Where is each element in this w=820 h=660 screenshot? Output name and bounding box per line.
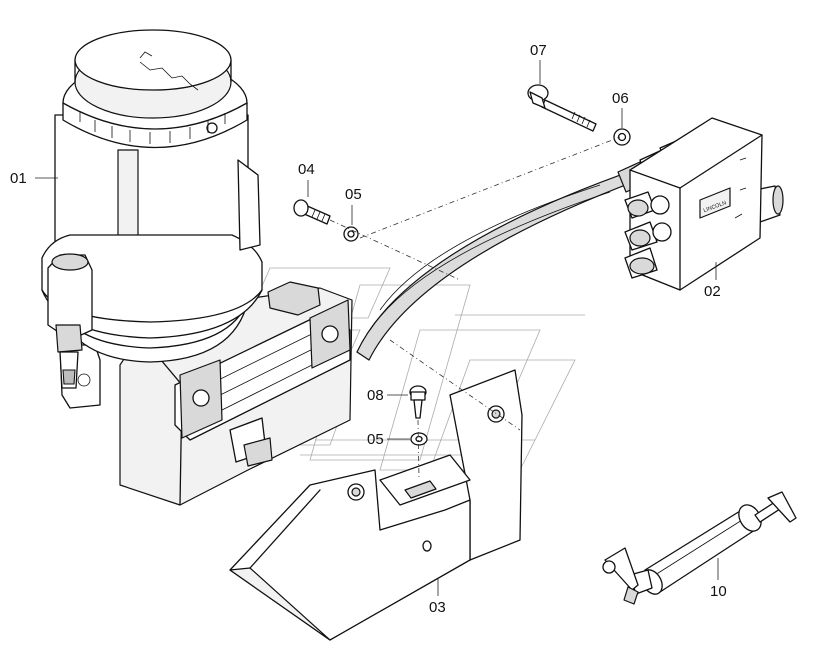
callout-03: 03	[429, 578, 446, 616]
washer-05-upper	[343, 226, 359, 242]
callout-05-upper: 05	[345, 186, 362, 225]
callout-05-lower: 05	[367, 431, 410, 448]
svg-text:07: 07	[530, 42, 547, 59]
svg-text:03: 03	[429, 599, 446, 616]
svg-text:04: 04	[298, 161, 315, 178]
callout-04: 04	[298, 161, 315, 197]
progressive-valve: LINCOLN	[624, 117, 784, 291]
callout-10: 10	[710, 558, 727, 600]
callout-02: 02	[704, 262, 721, 300]
svg-text:10: 10	[710, 583, 727, 600]
washer-05-lower	[410, 432, 428, 446]
svg-text:02: 02	[704, 283, 721, 300]
svg-text:08: 08	[367, 387, 384, 404]
callout-01: 01	[10, 170, 58, 187]
bolt-08	[409, 385, 427, 419]
mounting-bracket	[229, 369, 523, 641]
long-bolt	[527, 84, 597, 132]
callout-07: 07	[530, 42, 547, 84]
svg-text:06: 06	[612, 90, 629, 107]
grease-pump	[41, 29, 353, 506]
svg-text:05: 05	[345, 186, 362, 203]
callout-06: 06	[612, 90, 629, 128]
svg-text:01: 01	[10, 170, 27, 187]
callout-08: 08	[367, 387, 408, 404]
washer-06	[613, 128, 631, 146]
svg-text:05: 05	[367, 431, 384, 448]
grease-gun	[602, 491, 797, 605]
bolt-04	[293, 199, 331, 225]
assembly-centerlines	[329, 136, 621, 481]
